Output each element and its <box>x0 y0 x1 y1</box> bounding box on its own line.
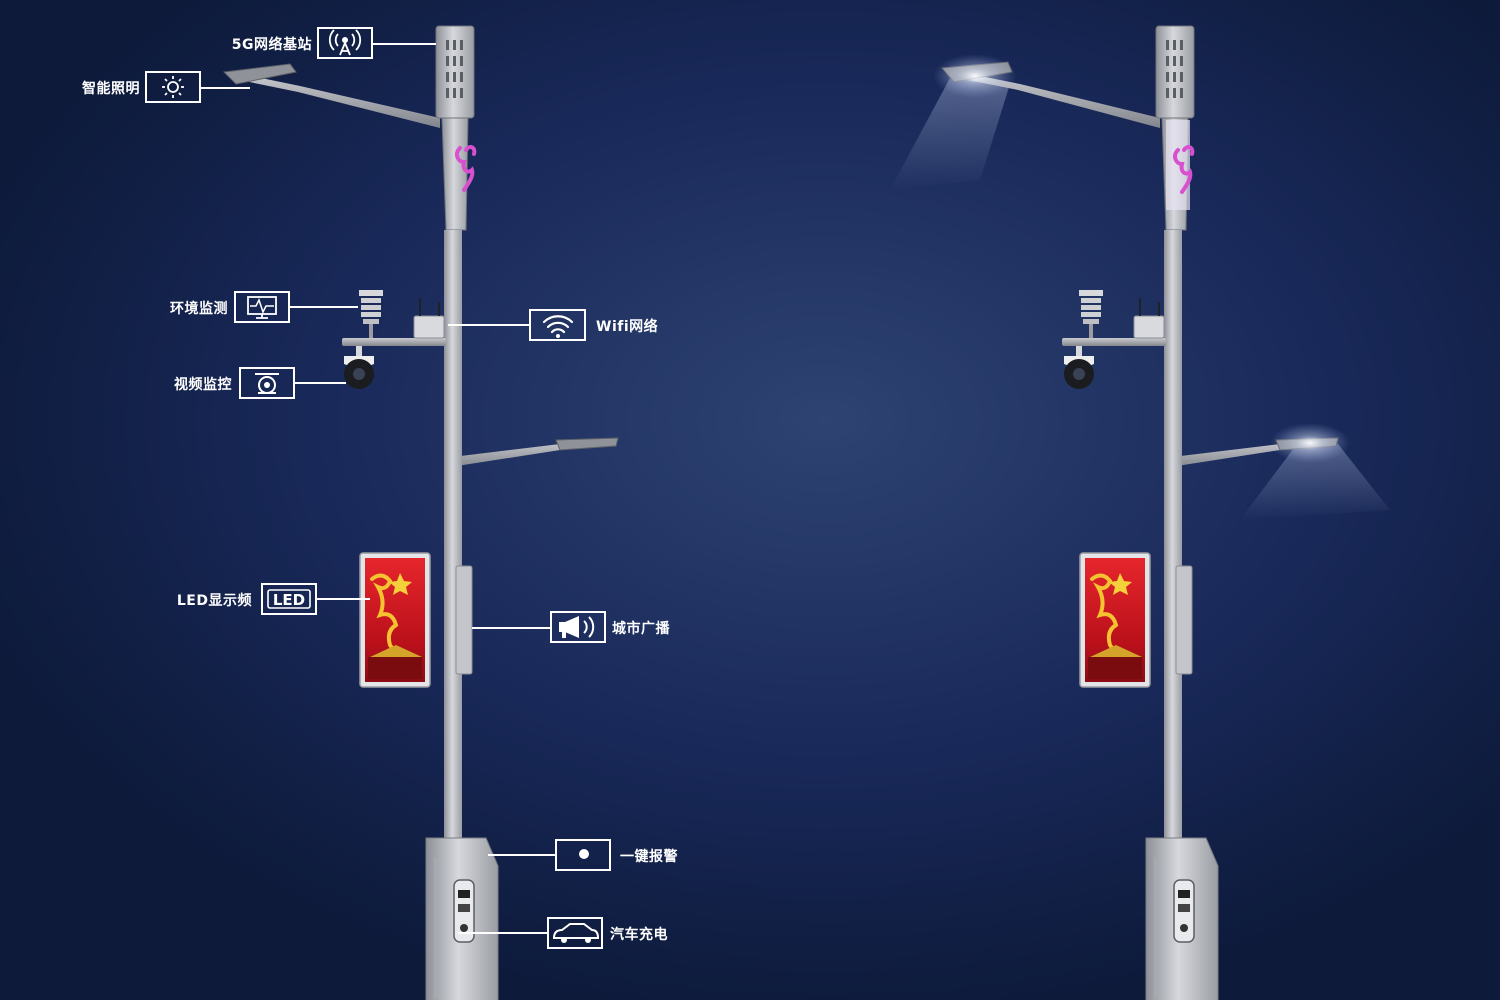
label-video: 视频监控 <box>174 377 232 393</box>
right-lower-beam <box>1240 440 1390 520</box>
label-lighting: 智能照明 <box>82 81 140 97</box>
right-upper-beam <box>890 78 1010 190</box>
right-lower-lamp-glow <box>1270 423 1350 463</box>
wifi-icon <box>529 309 586 341</box>
label-environment: 环境监测 <box>170 301 228 317</box>
left-speaker <box>455 565 473 675</box>
right-upper-lamp-glow <box>933 54 1017 98</box>
camera-icon <box>239 367 295 399</box>
antenna-tower-icon <box>317 27 373 59</box>
led-badge-icon: LED <box>261 583 317 615</box>
label-alarm: 一键报警 <box>620 849 678 865</box>
alarm-dot-icon <box>555 839 611 871</box>
left-smart-pole <box>222 25 619 1000</box>
right-speaker <box>1175 565 1193 675</box>
left-upper-arm <box>230 72 440 128</box>
megaphone-icon <box>550 611 606 643</box>
label-charging: 汽车充电 <box>610 927 668 943</box>
right-smart-pole <box>890 25 1390 1000</box>
monitor-pulse-icon <box>234 291 290 323</box>
label-base-station: 5G网络基站 <box>231 37 312 53</box>
right-banner-flower <box>1173 145 1195 194</box>
left-banner-flower <box>455 145 477 192</box>
left-upper-lamp <box>222 63 297 85</box>
sun-icon <box>145 71 201 103</box>
left-lower-lamp <box>555 437 619 451</box>
led-badge-text: LED <box>273 591 305 609</box>
label-led-screen: LED显示频 <box>176 593 252 609</box>
electric-car-icon <box>547 917 603 949</box>
label-broadcast: 城市广播 <box>612 621 670 637</box>
label-wifi: Wifi网络 <box>596 319 659 335</box>
